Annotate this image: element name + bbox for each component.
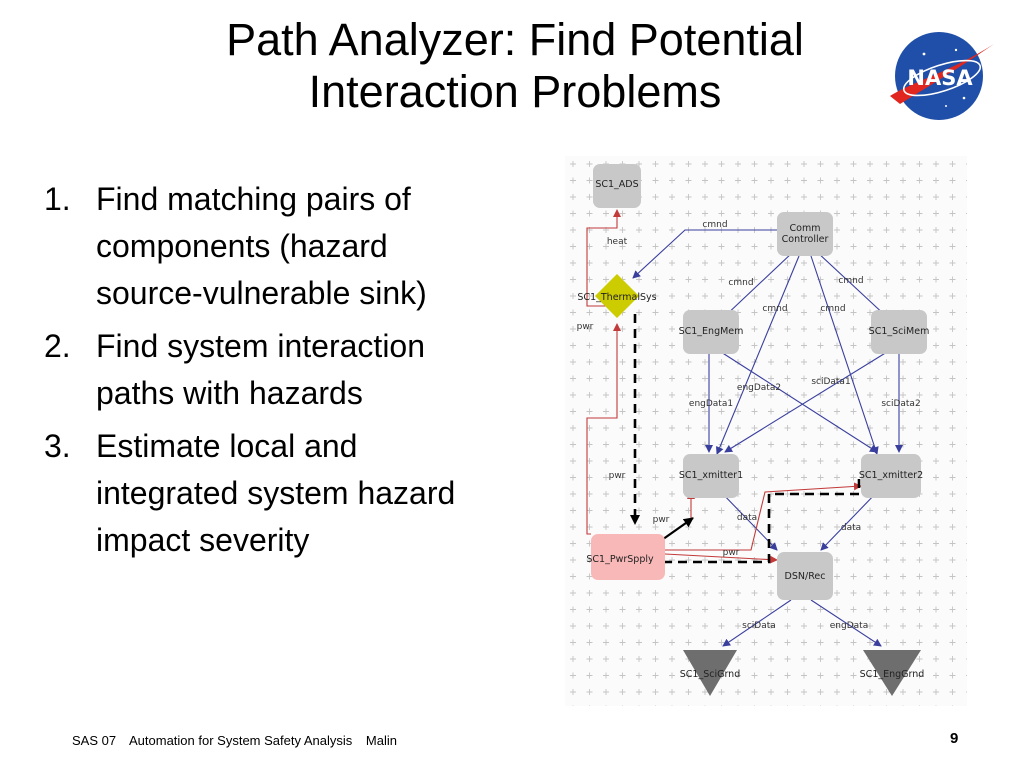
hazard-path-pwr-xmit2: [663, 478, 861, 564]
blue-edges: [632, 229, 903, 647]
label-cmnd-left: cmnd: [728, 278, 753, 288]
label-xmit1: SC1_xmitter1: [679, 470, 743, 481]
diagram-grid: [565, 156, 967, 706]
label-scidata2: sciData2: [881, 399, 920, 409]
node-pwrspply: [591, 534, 665, 580]
slide-title-line-1: Path Analyzer: Find Potential: [226, 14, 804, 65]
hazard-arrow-pwr-xmit1: [658, 517, 694, 543]
label-xmit2: SC1_xmitter2: [859, 470, 923, 481]
node-labels: SC1_ADS Comm Controller SC1_ThermalSys S…: [577, 179, 929, 680]
node-ads: [593, 164, 641, 208]
node-engmem: [683, 310, 739, 354]
node-enggrnd: [863, 650, 921, 696]
edge-pwr-thermal: [586, 323, 621, 535]
node-scimem: [871, 310, 927, 354]
list-text-line: integrated system hazard: [96, 475, 456, 511]
footer-topic: Automation for System Safety Analysis: [129, 733, 353, 748]
edge-pwr-xmit2: [665, 482, 862, 551]
slide-title-line-2: Interaction Problems: [308, 66, 722, 117]
page-number: 9: [950, 730, 959, 747]
edge-dsn-enggrnd: [810, 599, 882, 647]
edge-pwr-dsn: [664, 553, 778, 564]
edge-dsn-scigrnd: [722, 599, 792, 647]
path-diagram: SC1_ADS Comm Controller SC1_ThermalSys S…: [565, 156, 967, 706]
list-text-line: Find system interaction: [96, 328, 426, 364]
list-text-line: paths with hazards: [96, 375, 363, 411]
label-scimem: SC1_SciMem: [869, 326, 930, 337]
list-text-line: Estimate local and: [96, 428, 358, 464]
nasa-logo: NASA: [890, 32, 994, 120]
label-comm-1: Comm: [790, 223, 821, 234]
slide-title: Path Analyzer: Find Potential Interactio…: [120, 14, 910, 118]
label-data-x1: data: [737, 513, 757, 523]
edge-labels: cmnd heat cmnd cmnd cmnd cmnd pwr engDat…: [577, 220, 921, 631]
list-number: 1.: [44, 181, 71, 217]
label-cmnd-top: cmnd: [702, 220, 727, 230]
nodes: [591, 164, 927, 696]
bullet-list: 1. Find matching pairs of components (ha…: [44, 176, 564, 570]
edge-engmem-xmit2: [720, 351, 878, 453]
node-comm-controller: [777, 212, 833, 256]
label-engdata1: engData1: [689, 399, 733, 409]
label-data-x2: data: [841, 523, 861, 533]
list-item: 2. Find system interaction paths with ha…: [44, 323, 564, 417]
footer-conference: SAS 07: [72, 733, 117, 748]
node-thermal: [595, 274, 639, 318]
label-pwr-x1: pwr: [653, 515, 670, 525]
label-cmnd-in-right: cmnd: [820, 304, 845, 314]
label-engdata-out: engData: [830, 621, 868, 631]
edge-comm-engmem: [722, 251, 794, 319]
label-pwr-mid: pwr: [609, 471, 626, 481]
label-scidata-out: sciData: [742, 621, 776, 631]
edge-comm-thermal: [632, 229, 778, 279]
label-heat: heat: [607, 237, 628, 247]
edge-thermal-ads: [586, 209, 621, 307]
list-item: 3. Estimate local and integrated system …: [44, 423, 564, 564]
list-text-line: source-vulnerable sink): [96, 275, 427, 311]
label-cmnd-right: cmnd: [838, 276, 863, 286]
node-scigrnd: [683, 650, 737, 696]
list-text-line: Find matching pairs of: [96, 181, 411, 217]
edge-comm-scimem: [816, 251, 889, 319]
label-thermal: SC1_ThermalSys: [577, 292, 656, 303]
label-ads: SC1_ADS: [595, 179, 638, 190]
label-pwr-dsn: pwr: [723, 548, 740, 558]
label-enggrnd: SC1_EngGrnd: [860, 669, 925, 680]
label-comm-2: Controller: [782, 234, 829, 245]
hazard-path: [630, 314, 861, 564]
label-pwrspply: SC1_PwrSpply: [586, 554, 654, 565]
label-cmnd-in-left: cmnd: [762, 304, 787, 314]
list-item: 1. Find matching pairs of components (ha…: [44, 176, 564, 317]
list-text-line: components (hazard: [96, 228, 388, 264]
footer-author: Malin: [365, 733, 397, 748]
edge-xmit2-dsn: [820, 489, 880, 551]
list-number: 3.: [44, 428, 71, 464]
list-number: 2.: [44, 328, 71, 364]
label-dsn: DSN/Rec: [785, 571, 826, 582]
edge-xmit1-dsn: [718, 489, 778, 551]
svg-text:NASA: NASA: [907, 66, 973, 90]
node-dsn: [777, 552, 833, 600]
node-xmitter2: [861, 454, 921, 498]
label-engdata2: engData2: [737, 383, 781, 393]
label-scigrnd: SC1_SciGrnd: [680, 669, 741, 680]
label-pwr-side: pwr: [577, 322, 594, 332]
node-xmitter1: [683, 454, 739, 498]
list-text-line: impact severity: [96, 522, 310, 558]
label-scidata1: sciData1: [811, 377, 850, 387]
edge-comm-xmit2: [810, 255, 879, 455]
slide-footer: SAS 07 Automation for System Safety Anal…: [72, 733, 407, 748]
edge-scimem-xmit1: [724, 351, 888, 453]
edge-comm-xmit1: [715, 255, 800, 455]
label-engmem: SC1_EngMem: [679, 326, 744, 337]
